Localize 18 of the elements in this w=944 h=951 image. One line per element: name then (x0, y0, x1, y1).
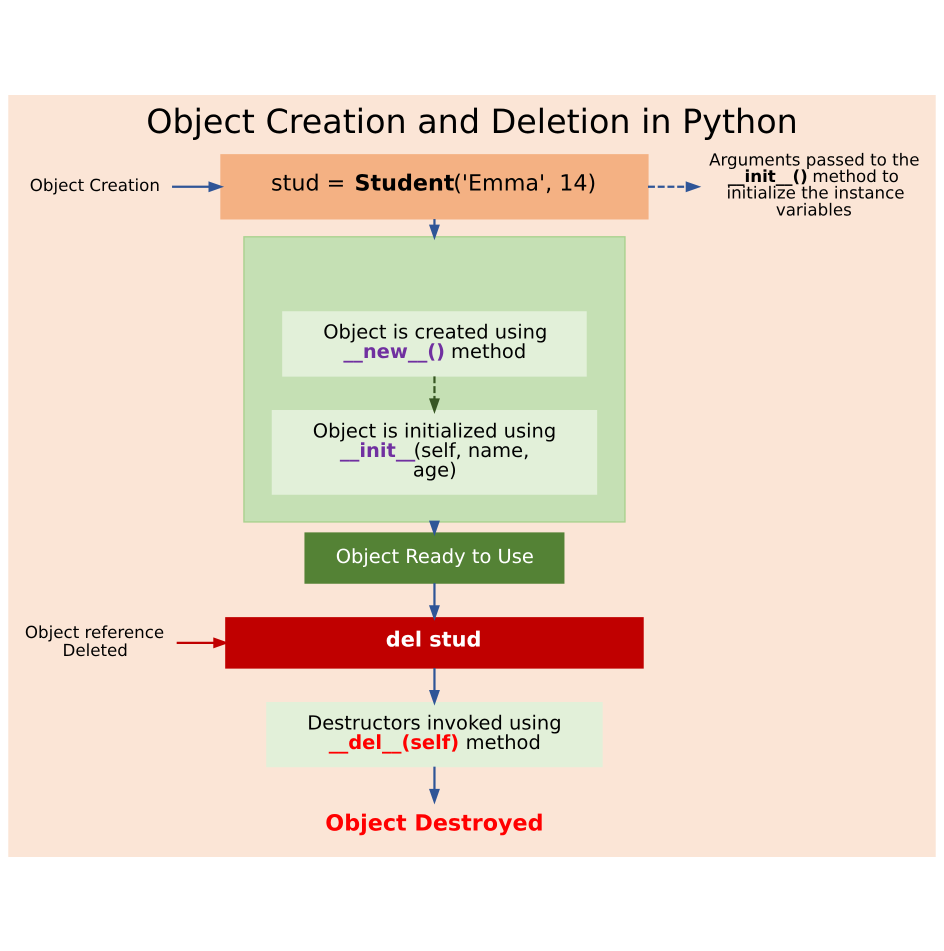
arrow (429, 376, 440, 414)
node-box: Destructors invoked using __del__(self) method (266, 701, 603, 767)
node-text: Object reference Deleted (24, 622, 164, 660)
arrow (648, 180, 702, 192)
node-box: Object Ready to Use (304, 532, 564, 584)
node-text: Arguments passed to the __init__() method to initialize the instance variables (709, 150, 920, 219)
node-box: Object is created using __new__() method (282, 310, 587, 376)
node-text: Object Creation (30, 176, 160, 195)
node-box: del stud (225, 616, 644, 668)
arrow (429, 766, 440, 804)
arrow (429, 668, 440, 706)
arrow (172, 180, 224, 192)
arrow (429, 582, 440, 620)
node-box: Object is initialized using __init__(self, name, age) (272, 409, 598, 494)
diagram-title: Object Creation and Deletion in Python (146, 101, 798, 140)
node-text: Object Destroyed (325, 810, 544, 836)
node-box: stud = Student('Emma', 14) (220, 154, 649, 219)
cluster (243, 236, 626, 522)
